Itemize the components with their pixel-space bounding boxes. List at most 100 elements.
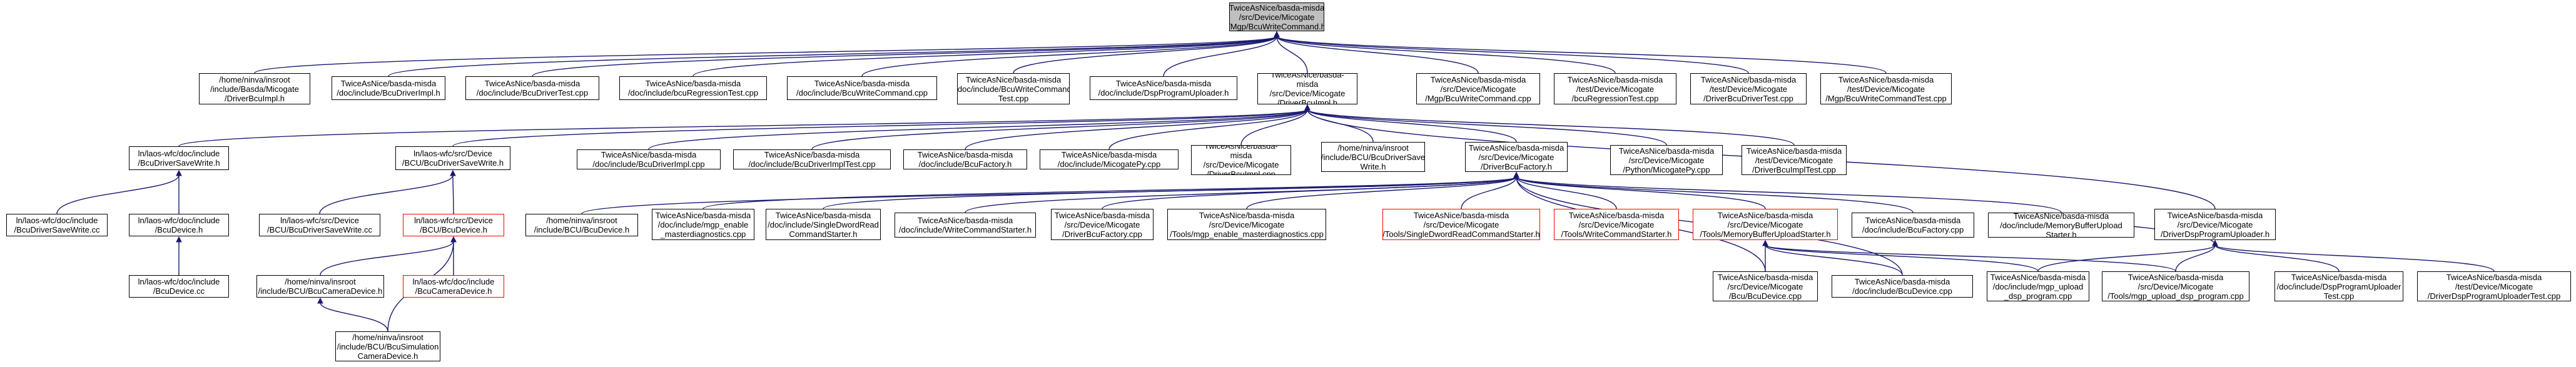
node-memory-buffer-upload-starter-h-doc[interactable]: TwiceAsNice/basda-misda /doc/include/Mem… [1988, 213, 2134, 238]
node-bcu-factory-h-doc[interactable]: TwiceAsNice/basda-misda /doc/include/Bcu… [903, 149, 1027, 169]
node-label: TwiceAsNice/basda-misda /src/Device/Mico… [1170, 210, 1324, 239]
node-laos-bcu-driver-save-write-cc-src[interactable]: ln/laos-wfc/src/Device /BCU/BcuDriverSav… [259, 214, 380, 236]
node-laos-bcu-driver-save-write-cc-doc[interactable]: ln/laos-wfc/doc/include /BcuDriverSaveWr… [6, 214, 108, 236]
node-dsp-program-uploader-h-doc[interactable]: TwiceAsNice/basda-misda /doc/include/Dsp… [1090, 76, 1237, 100]
node-driver-bcu-impl-cpp[interactable]: TwiceAsNice/basda-misda /src/Device/Mico… [1191, 145, 1291, 175]
node-label: TwiceAsNice/basda-misda /doc/include/bcu… [627, 79, 759, 98]
dependency-edge [1246, 176, 1517, 209]
node-label: ln/laos-wfc/doc/include /BcuDriverSaveWr… [14, 216, 100, 234]
node-mgp-enable-masterdiagnostics-h-doc[interactable]: TwiceAsNice/basda-misda /doc/include/mgp… [652, 209, 754, 240]
node-tools-write-command-starter-h[interactable]: TwiceAsNice/basda-misda /src/Device/Mico… [1554, 209, 1679, 240]
arrowhead-icon [450, 169, 456, 176]
dependency-edge [320, 241, 454, 276]
node-tools-mgp-upload-dsp-program-cpp[interactable]: TwiceAsNice/basda-misda /src/Device/Mico… [2102, 271, 2249, 301]
node-label: TwiceAsNice/basda-misda /doc/include/Bcu… [917, 150, 1013, 169]
node-label: TwiceAsNice/basda-misda /doc/include/Mic… [1057, 150, 1161, 169]
dependency-edge [1276, 36, 1616, 74]
node-label: TwiceAsNice/basda-misda /src/Device/Mico… [1618, 146, 1715, 174]
node-tools-single-dword-read-command-starter-h[interactable]: TwiceAsNice/basda-misda /src/Device/Mico… [1382, 209, 1540, 240]
node-label: TwiceAsNice/basda-misda /doc/include/Wri… [898, 216, 1032, 234]
node-micogate-py-cpp-doc[interactable]: TwiceAsNice/basda-misda /doc/include/Mic… [1040, 149, 1179, 169]
node-laos-bcu-device-h-doc[interactable]: ln/laos-wfc/doc/include /BcuDevice.h [129, 214, 229, 236]
node-driver-dsp-program-uploader-test-cpp-test[interactable]: TwiceAsNice/basda-misda /test/Device/Mic… [2417, 271, 2571, 301]
node-laos-bcu-device-h-src[interactable]: ln/laos-wfc/src/Device /BCU/BcuDevice.h [403, 214, 504, 236]
node-bcu-write-command-test-cpp-doc[interactable]: TwiceAsNice/basda-misda /doc/include/Bcu… [957, 73, 1070, 104]
node-bcu-factory-cpp-doc[interactable]: TwiceAsNice/basda-misda /doc/include/Bcu… [1852, 213, 1974, 238]
dependency-edge [452, 109, 1308, 147]
node-laos-bcu-device-cc-doc[interactable]: ln/laos-wfc/doc/include /BcuDevice.cc [129, 275, 229, 298]
node-label: TwiceAsNice/basda-misda /doc/include/Bcu… [1862, 216, 1964, 234]
node-bcu-driver-impl-h-doc[interactable]: TwiceAsNice/basda-misda /doc/include/Bcu… [332, 76, 445, 100]
node-python-micogate-py-cpp[interactable]: TwiceAsNice/basda-misda /src/Device/Mico… [1610, 145, 1723, 175]
node-bcu-device-cpp-doc[interactable]: TwiceAsNice/basda-misda /doc/include/Bcu… [1832, 275, 1973, 298]
dependency-edge [1013, 36, 1277, 74]
node-micogate-driver-bcu-factory-h[interactable]: TwiceAsNice/basda-misda /src/Device/Mico… [1465, 142, 1568, 172]
node-driver-dsp-program-uploader-h[interactable]: TwiceAsNice/basda-misda /src/Device/Mico… [2154, 209, 2276, 240]
node-label: TwiceAsNice/basda-misda /test/Device/Mic… [1746, 146, 1842, 174]
dependency-edge [1163, 36, 1277, 77]
dependency-edge [1307, 109, 1795, 146]
dependency-edge [320, 302, 388, 332]
node-laos-bcu-driver-save-write-h-src[interactable]: ln/laos-wfc/src/Device /BCU/BcuDriverSav… [395, 146, 510, 170]
dependency-edge [2214, 244, 2340, 272]
node-single-dword-read-command-starter-h-doc[interactable]: TwiceAsNice/basda-misda /doc/include/Sin… [766, 209, 881, 240]
dependency-edge [2037, 244, 2216, 272]
node-label: TwiceAsNice/basda-misda /src/Device/Mico… [1700, 210, 1831, 239]
node-bcu-driver-impl-cpp-doc[interactable]: TwiceAsNice/basda-misda /doc/include/Bcu… [577, 149, 721, 169]
dependency-edge [1307, 109, 1517, 143]
node-label: ln/laos-wfc/src/Device /BCU/BcuDriverSav… [266, 216, 373, 234]
node-dsp-program-uploader-test-cpp-doc[interactable]: TwiceAsNice/basda-misda /doc/include/Dsp… [2274, 271, 2403, 301]
node-mgp-bcu-write-command-test-cpp[interactable]: TwiceAsNice/basda-misda /test/Device/Mic… [1820, 73, 1952, 104]
arrowhead-icon [2212, 239, 2218, 246]
node-bcu-camera-device-h-app[interactable]: /home/ninva/insroot /include/BCU/BcuCame… [256, 275, 384, 298]
node-label: ln/laos-wfc/doc/include /BcuDevice.cc [138, 277, 220, 296]
dependency-edge [1516, 176, 1617, 209]
node-driver-bcu-impl-test-cpp-test[interactable]: TwiceAsNice/basda-misda /test/Device/Mic… [1742, 145, 1847, 175]
node-label: TwiceAsNice/basda-misda /doc/include/Bcu… [796, 79, 928, 98]
node-bcu-regression-test-cpp-test[interactable]: TwiceAsNice/basda-misda /test/Device/Mic… [1554, 73, 1676, 104]
node-micogate-driver-bcu-impl-h[interactable]: TwiceAsNice/basda-misda /src/Device/Mico… [1257, 73, 1357, 104]
node-bcu-simulation-camera-device-h-app[interactable]: /home/ninva/insroot /include/BCU/BcuSimu… [335, 331, 440, 361]
dependency-edge [861, 36, 1277, 77]
node-driver-bcu-factory-cpp[interactable]: TwiceAsNice/basda-misda /src/Device/Mico… [1051, 209, 1154, 240]
node-micogate-bcu-bcu-device-cpp[interactable]: TwiceAsNice/basda-misda /src/Device/Mico… [1713, 271, 1818, 301]
dependency-edge [452, 174, 454, 214]
node-laos-bcu-driver-save-write-h-doc[interactable]: ln/laos-wfc/doc/include /BcuDriverSaveWr… [129, 146, 229, 170]
node-tools-mgp-enable-masterdiagnostics-cpp[interactable]: TwiceAsNice/basda-misda /src/Device/Mico… [1167, 209, 1326, 240]
node-label: TwiceAsNice/basda-misda /src/Device/Mico… [1382, 210, 1540, 239]
node-driver-bcu-driver-test-cpp-test[interactable]: TwiceAsNice/basda-misda /test/Device/Mic… [1690, 73, 1807, 104]
node-micogate-driver-bcu-impl-header-app[interactable]: /home/ninva/insroot /include/Basda/Micog… [199, 73, 310, 104]
node-mgp-upload-dsp-program-cpp-doc[interactable]: TwiceAsNice/basda-misda /doc/include/mgp… [1987, 271, 2089, 301]
node-bcu-write-command-cpp-doc[interactable]: TwiceAsNice/basda-misda /doc/include/Bcu… [787, 76, 937, 100]
dependency-edge [1461, 176, 1517, 209]
dependency-edge [532, 36, 1277, 77]
node-label: TwiceAsNice/basda-misda /src/Device/Mico… [1269, 73, 1346, 104]
node-bcu-driver-save-write-h-app[interactable]: /home/ninva/insroot /include/BCU/BcuDriv… [1321, 142, 1425, 172]
node-label: TwiceAsNice/basda-misda /doc/include/Bcu… [337, 79, 440, 98]
node-laos-bcu-camera-device-h-doc[interactable]: ln/laos-wfc/doc/include /BcuCameraDevice… [403, 275, 504, 298]
node-bcu-driver-impl-test-cpp-doc[interactable]: TwiceAsNice/basda-misda /doc/include/Bcu… [733, 149, 891, 169]
node-label: TwiceAsNice/basda-misda /src/Device/Mico… [1561, 210, 1672, 239]
dependency-edge [1276, 36, 1749, 74]
node-label: /home/ninva/insroot /include/Basda/Micog… [210, 74, 299, 103]
node-label: ln/laos-wfc/doc/include /BcuDriverSaveWr… [138, 149, 220, 168]
dependency-edge [2214, 244, 2495, 272]
dependency-edge [965, 109, 1308, 150]
node-write-command-starter-h-doc[interactable]: TwiceAsNice/basda-misda /doc/include/Wri… [895, 213, 1036, 238]
node-label: ln/laos-wfc/doc/include /BcuCameraDevice… [412, 277, 495, 296]
node-bcu-regression-test-cpp-doc[interactable]: TwiceAsNice/basda-misda /doc/include/bcu… [619, 76, 767, 100]
node-label: TwiceAsNice/basda-misda /test/Device/Mic… [1567, 74, 1663, 103]
node-bcu-driver-test-cpp-doc[interactable]: TwiceAsNice/basda-misda /doc/include/Bcu… [465, 76, 599, 100]
node-label: TwiceAsNice/basda-misda /doc/include/Bcu… [957, 74, 1070, 103]
node-label: TwiceAsNice/basda-misda /src/Device/Mico… [1468, 143, 1564, 171]
dependency-edge [56, 174, 180, 214]
node-label: TwiceAsNice/basda-misda /doc/include/Dsp… [2276, 272, 2401, 301]
dependency-edge [1516, 176, 1766, 209]
node-mgp-bcu-write-command-cpp[interactable]: TwiceAsNice/basda-misda /src/Device/Mico… [1416, 73, 1540, 104]
node-tools-memory-buffer-upload-starter-h[interactable]: TwiceAsNice/basda-misda /src/Device/Mico… [1693, 209, 1838, 240]
node-bcu-device-h-app[interactable]: /home/ninva/insroot /include/BCU/BcuDevi… [525, 214, 638, 236]
node-label: TwiceAsNice/basda-misda /doc/include/Mem… [2000, 213, 2122, 238]
node-label: /home/ninva/insroot /include/BCU/BcuCame… [258, 277, 383, 296]
dependency-edge [178, 109, 1308, 147]
